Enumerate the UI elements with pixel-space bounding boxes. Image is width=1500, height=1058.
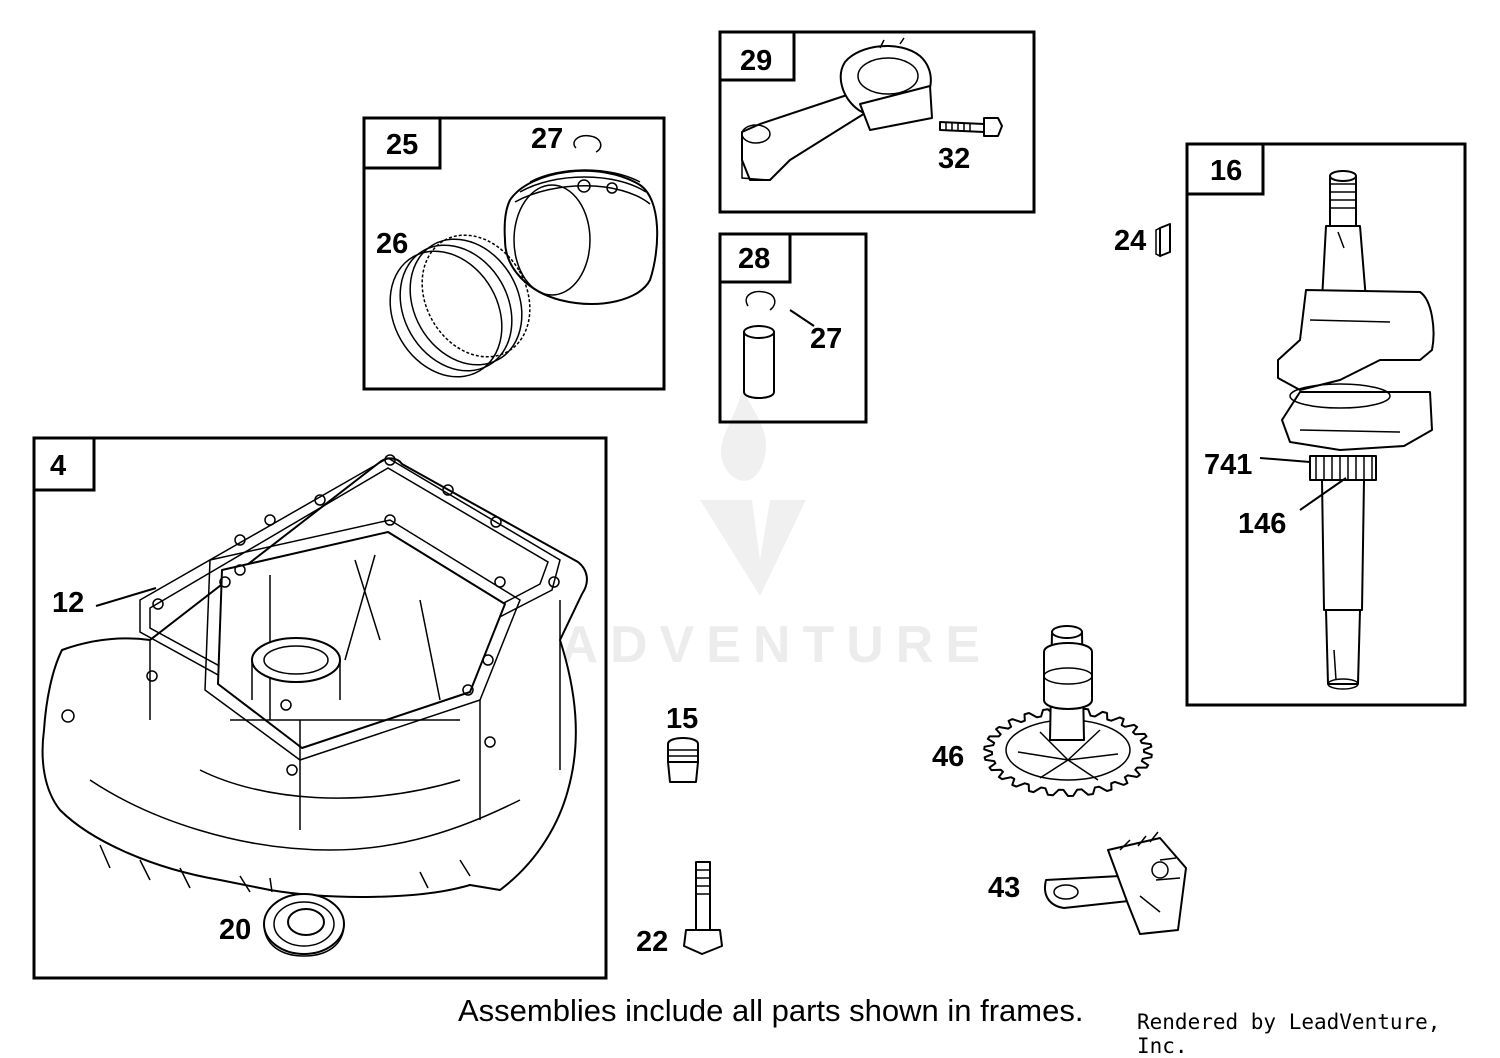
key-24-drawing bbox=[1155, 223, 1171, 258]
callout-27-b: 27 bbox=[810, 323, 842, 355]
frame-4: 4 bbox=[32, 436, 608, 980]
crankshaft-drawing bbox=[1277, 170, 1435, 690]
clip-27-drawing bbox=[573, 134, 602, 153]
callout-32: 32 bbox=[938, 143, 970, 175]
callout-43: 43 bbox=[988, 872, 1020, 904]
frame-28: 28 bbox=[718, 232, 868, 424]
callout-12: 12 bbox=[52, 587, 84, 619]
callout-20: 20 bbox=[219, 914, 251, 946]
frame-16-label: 16 bbox=[1210, 155, 1242, 187]
rendered-by: Rendered by LeadVenture, Inc. bbox=[1137, 1010, 1441, 1058]
camshaft-46-drawing bbox=[983, 625, 1153, 797]
piston-drawing bbox=[503, 169, 659, 305]
leader-27-b bbox=[789, 309, 815, 327]
frame-28-label: 28 bbox=[738, 243, 770, 275]
leader-741 bbox=[1259, 457, 1311, 463]
callout-15: 15 bbox=[666, 703, 698, 735]
frame-29-label: 29 bbox=[740, 45, 772, 77]
footer-note: Assemblies include all parts shown in fr… bbox=[458, 993, 1084, 1028]
bolt-32-drawing bbox=[939, 117, 1003, 137]
callout-741: 741 bbox=[1204, 449, 1252, 481]
lever-43-drawing bbox=[1044, 831, 1187, 935]
bolt-22-drawing bbox=[683, 861, 723, 955]
leader-146 bbox=[1299, 477, 1347, 511]
plug-15-drawing bbox=[667, 737, 699, 783]
sump-drawing bbox=[41, 454, 588, 898]
frame-29: 29 bbox=[718, 30, 1036, 214]
frame-25: 25 bbox=[362, 116, 666, 391]
connecting-rod-drawing bbox=[741, 37, 933, 181]
callout-46: 46 bbox=[932, 741, 964, 773]
frame-25-label: 25 bbox=[386, 129, 418, 161]
frame-4-label: 4 bbox=[50, 450, 66, 482]
wrist-pin-drawing bbox=[743, 290, 776, 399]
callout-24: 24 bbox=[1114, 225, 1146, 257]
frame-16: 16 bbox=[1185, 142, 1467, 707]
callout-146: 146 bbox=[1238, 508, 1286, 540]
callout-22: 22 bbox=[636, 926, 668, 958]
leader-12 bbox=[95, 587, 157, 607]
piston-rings-26-drawing bbox=[389, 234, 531, 378]
seal-20-drawing bbox=[263, 893, 345, 957]
callout-26: 26 bbox=[376, 228, 408, 260]
callout-27-a: 27 bbox=[531, 123, 563, 155]
